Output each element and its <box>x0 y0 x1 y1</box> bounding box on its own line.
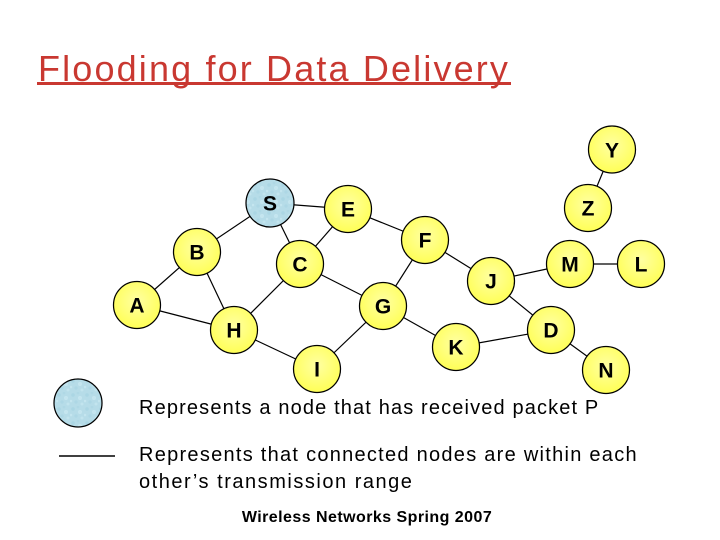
svg-text:Y: Y <box>605 140 619 163</box>
svg-text:N: N <box>598 360 613 383</box>
svg-text:B: B <box>189 242 204 265</box>
svg-text:H: H <box>226 320 241 343</box>
svg-text:C: C <box>292 254 307 277</box>
svg-text:Z: Z <box>582 198 595 221</box>
svg-text:L: L <box>635 254 648 277</box>
svg-text:I: I <box>314 359 320 382</box>
svg-text:J: J <box>485 271 497 294</box>
svg-text:D: D <box>543 320 558 343</box>
svg-text:F: F <box>419 230 432 253</box>
svg-text:K: K <box>448 337 463 360</box>
svg-text:A: A <box>129 295 144 318</box>
svg-text:G: G <box>375 296 391 319</box>
svg-text:S: S <box>263 193 277 216</box>
svg-text:E: E <box>341 199 355 222</box>
svg-text:M: M <box>561 254 579 277</box>
